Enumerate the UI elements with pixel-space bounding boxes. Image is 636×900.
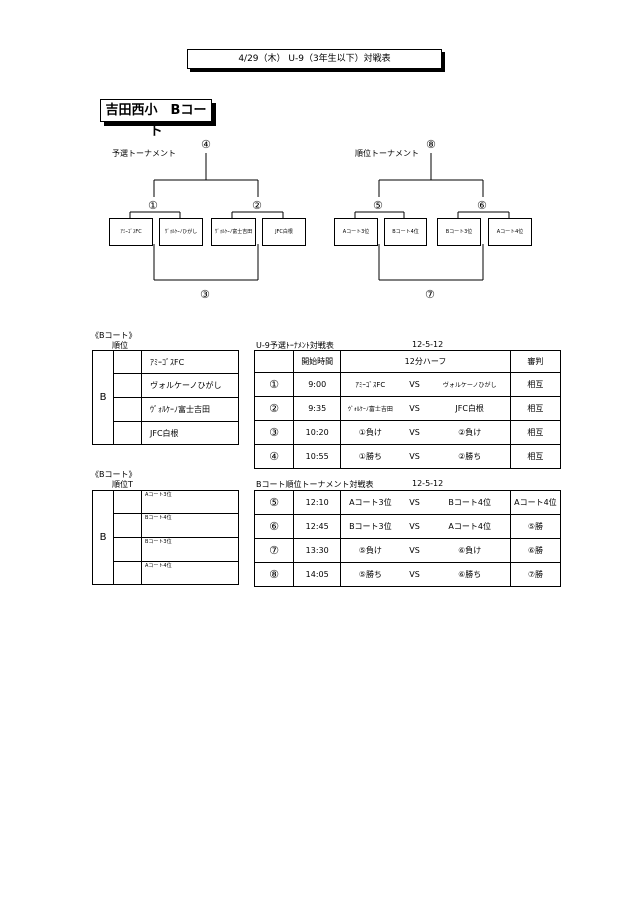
bracket-team-box: Bコート3位 — [437, 218, 481, 246]
prelim-table-date: 12-5-12 — [412, 340, 444, 349]
ranking-table-title: Bコート順位トーナメント対戦表 — [256, 480, 374, 489]
team-name: ｱﾐｰｺﾞｽFC — [141, 350, 239, 374]
match-5-marker: ⑤ — [373, 199, 383, 212]
prelim-table-title: U-9予選ﾄｰﾅﾒﾝﾄ対戦表 — [256, 341, 334, 350]
rank-label: 順位 — [112, 341, 128, 350]
match-2-marker: ② — [252, 199, 262, 212]
page-title: 4/29（木） U-9（3年生以下）対戦表 — [187, 49, 442, 69]
table-row: ⑧ 14:05 ⑤勝ち VS ⑥勝ち ⑦勝 — [253, 562, 562, 587]
prelim-schedule-table: 開始時間 12分ハーフ 審判 ① 9:00 ｱﾐｰｺﾞｽFC VS ヴォルケーノ… — [253, 350, 562, 469]
bracket-team-box: Aコート4位 — [488, 218, 532, 246]
ranking-bracket-label: 順位トーナメント — [355, 149, 419, 158]
team-name: Bコート3位 — [141, 537, 239, 562]
prelim-teams-table: B ｱﾐｰｺﾞｽFC ヴォルケーノひがし ｳﾞｫﾙｹｰﾉ富士吉田 JFC白根 — [92, 350, 239, 445]
col-header-format: 12分ハーフ — [340, 350, 511, 373]
group-label: B — [92, 490, 114, 585]
col-header-ref: 審判 — [509, 350, 562, 373]
table-row: ③ 10:20 ①負け VS ②負け 相互 — [253, 420, 562, 445]
ranking-schedule-table: ⑤ 12:10 Aコート3位 VS Bコート4位 Aコート4位 ⑥ 12:45 … — [253, 490, 562, 587]
match-4-marker: ④ — [201, 138, 211, 151]
match-1-marker: ① — [148, 199, 158, 212]
team-name: ｳﾞｫﾙｹｰﾉ富士吉田 — [141, 397, 239, 422]
bracket-team-box: JFC白根 — [262, 218, 306, 246]
bracket-team-box: Bコート4位 — [384, 218, 427, 246]
prelim-bracket-label: 予選トーナメント — [112, 149, 176, 158]
bracket-team-box: ｱﾐｰｺﾞｽFC — [109, 218, 153, 246]
table-row: ⑤ 12:10 Aコート3位 VS Bコート4位 Aコート4位 — [253, 490, 562, 515]
bracket-team-box: Aコート3位 — [334, 218, 378, 246]
team-name: Aコート4位 — [141, 561, 239, 585]
team-name: ヴォルケーノひがし — [141, 373, 239, 398]
team-name: Aコート3位 — [141, 490, 239, 514]
match-8-marker: ⑧ — [426, 138, 436, 151]
col-header-time: 開始時間 — [293, 350, 342, 373]
table-row: ⑥ 12:45 Bコート3位 VS Aコート4位 ⑤勝 — [253, 514, 562, 539]
bracket-team-box: ｳﾞｫﾙｹｰﾉ富士吉田 — [211, 218, 256, 246]
match-7-marker: ⑦ — [425, 288, 435, 301]
table-row: ① 9:00 ｱﾐｰｺﾞｽFC VS ヴォルケーノひがし 相互 — [253, 372, 562, 397]
court-label: 《Bコート》 — [91, 470, 137, 479]
group-label: B — [92, 350, 114, 445]
match-3-marker: ③ — [200, 288, 210, 301]
table-row: ④ 10:55 ①勝ち VS ②勝ち 相互 — [253, 444, 562, 469]
ranking-table-date: 12-5-12 — [412, 479, 444, 488]
table-row: ⑦ 13:30 ⑤負け VS ⑥負け ⑥勝 — [253, 538, 562, 563]
table-row: ② 9:35 ｳﾞｫﾙｹｰﾉ富士吉田 VS JFC白根 相互 — [253, 396, 562, 421]
team-name: Bコート4位 — [141, 513, 239, 538]
bracket-team-box: ｳﾞｫﾙｹｰﾉひがし — [159, 218, 203, 246]
match-6-marker: ⑥ — [477, 199, 487, 212]
court-label: 《Bコート》 — [91, 331, 137, 340]
team-name: JFC白根 — [141, 421, 239, 445]
venue-title: 吉田西小 Bコート — [100, 99, 212, 139]
ranking-teams-table: B Aコート3位 Bコート4位 Bコート3位 Aコート4位 — [92, 490, 239, 585]
rank-label: 順位T — [112, 480, 133, 489]
